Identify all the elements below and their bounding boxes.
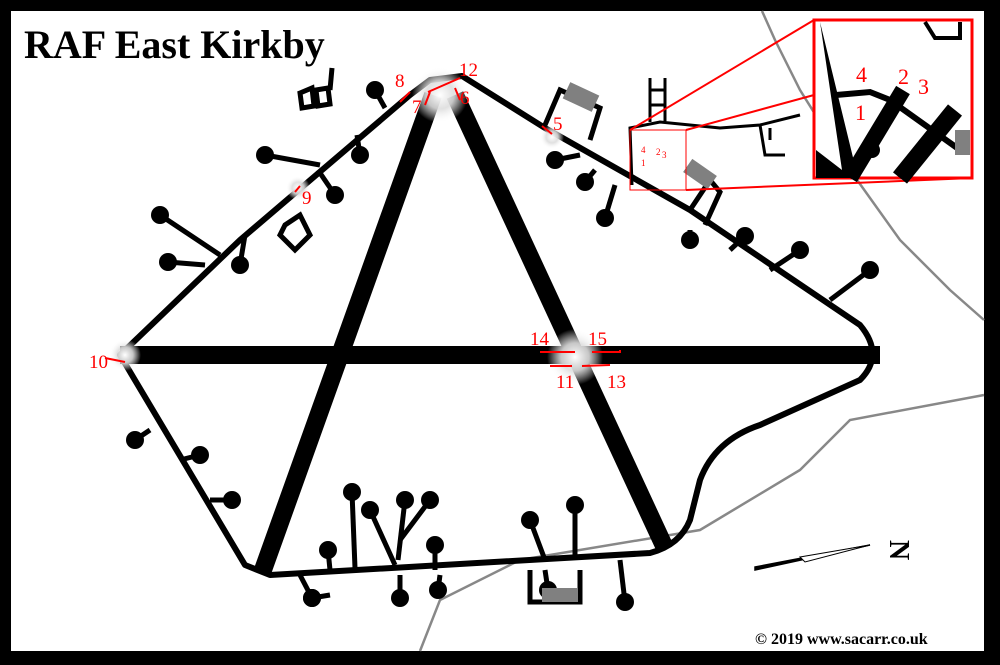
marker-10: 10 [89, 352, 108, 373]
inset-marker-2: 2 [898, 64, 909, 89]
hardstand-pan [521, 511, 539, 529]
hardstand-pan [791, 241, 809, 259]
marker-15: 15 [588, 329, 607, 350]
hardstand-pan [366, 81, 384, 99]
map-title: RAF East Kirkby [24, 22, 325, 67]
runways [120, 91, 880, 574]
hardstand-pan [681, 231, 699, 249]
hardstand-pan [343, 483, 361, 501]
hardstand-pan [319, 541, 337, 559]
hardstand-pan [361, 501, 379, 519]
inset-marker-3: 3 [918, 74, 929, 99]
hardstand-pan [159, 253, 177, 271]
runway-b [446, 91, 674, 552]
hardstand-pan [596, 209, 614, 227]
hardstand-pan [426, 536, 444, 554]
hardstand-pan [429, 581, 447, 599]
small-marker-1: 1 [641, 158, 646, 168]
marker-5: 5 [553, 114, 563, 135]
hardstand-taxiway [395, 499, 408, 561]
marker-arrows [104, 77, 621, 367]
hardstand-pan [256, 146, 274, 164]
hardstand-taxiway [367, 508, 398, 567]
hardstand-taxiway [264, 152, 321, 168]
small-marker-4: 4 [641, 145, 646, 155]
inset [629, 18, 974, 191]
hardstand-pan [391, 589, 409, 607]
marker-12: 12 [459, 60, 478, 81]
small-marker-2: 2 [656, 147, 661, 157]
hardstand-pan [191, 446, 209, 464]
hardstand-pan [421, 491, 439, 509]
small-marker-3: 3 [662, 150, 667, 160]
hardstand-pan [616, 593, 634, 611]
hardstand-pan [861, 261, 879, 279]
hardstand-pan [126, 431, 144, 449]
marker-6: 6 [460, 88, 470, 109]
hardstand-pan [326, 186, 344, 204]
hardstand-pan [736, 227, 754, 245]
marker-13: 13 [607, 372, 626, 393]
hardstand-pan [576, 173, 594, 191]
hardstand-pan [546, 151, 564, 169]
hardstand-taxiway [158, 212, 222, 258]
hardstand-pan [231, 256, 249, 274]
hardstand-pan [151, 206, 169, 224]
marker-11: 11 [556, 372, 574, 393]
hardstand-taxiway [349, 491, 358, 569]
north-arrow: N [754, 540, 914, 571]
hangars [276, 67, 801, 605]
hardstand-pan [223, 491, 241, 509]
inset-marker-1: 1 [855, 100, 866, 125]
hardstand-pan [303, 589, 321, 607]
marker-7: 7 [412, 97, 422, 118]
copyright: © 2019 www.sacarr.co.uk [755, 631, 928, 648]
marker-14: 14 [530, 329, 550, 350]
marker-8: 8 [395, 71, 405, 92]
hardstands [126, 81, 879, 611]
runway-a [254, 91, 442, 574]
hardstand-pan [566, 496, 584, 514]
marker-9: 9 [302, 188, 312, 209]
north-label: N [883, 540, 914, 560]
hardstand-pan [396, 491, 414, 509]
markers: 8 12 7 6 5 9 10 14 15 11 13 4 2 3 1 4 2 … [89, 60, 929, 393]
inset-marker-4: 4 [856, 62, 867, 87]
hardstand-pan [351, 146, 369, 164]
